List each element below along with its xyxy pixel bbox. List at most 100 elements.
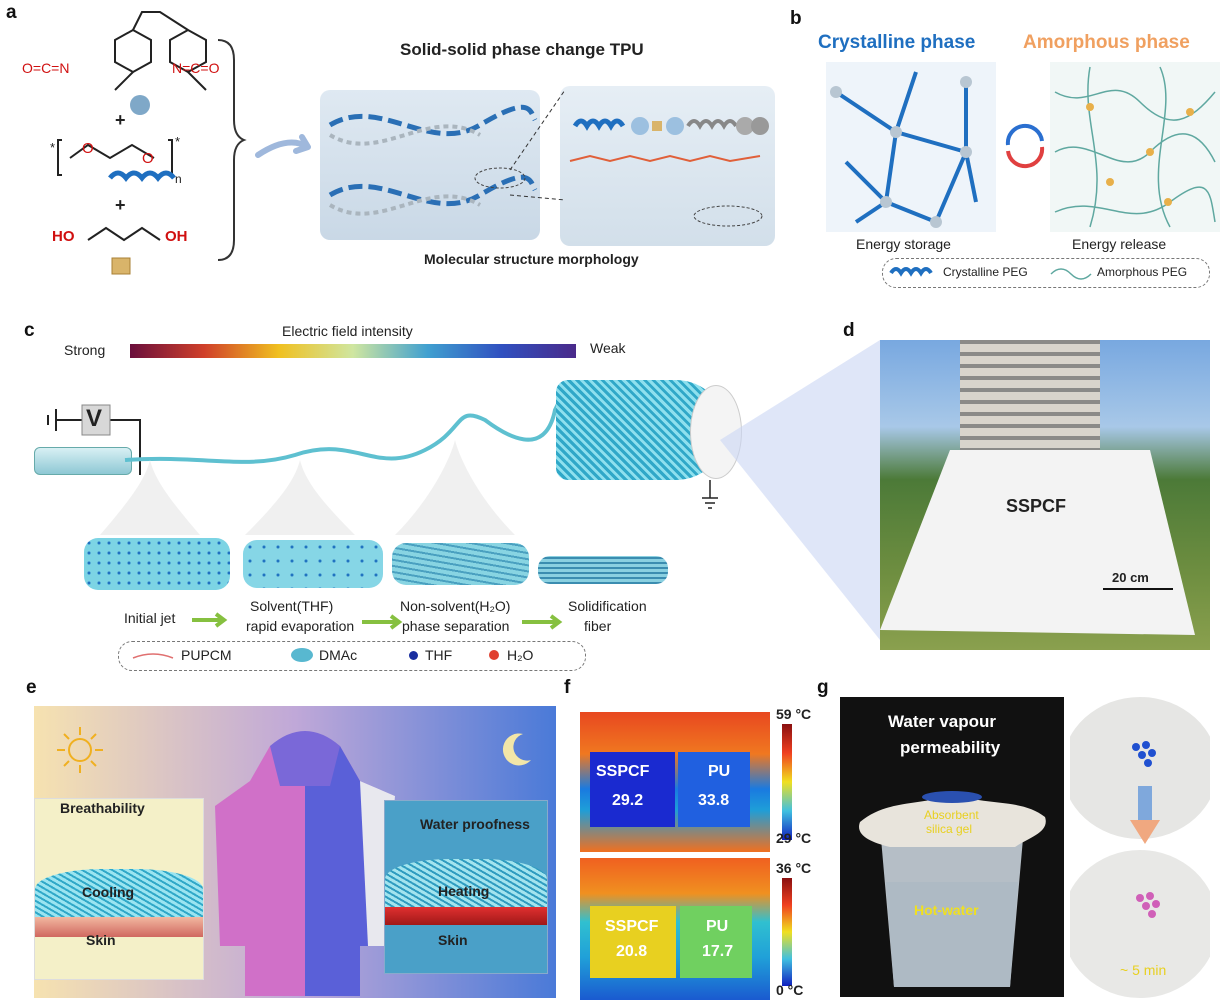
stage-phase-separation xyxy=(392,543,529,585)
f-top-left-value: 29.2 xyxy=(612,792,644,809)
f-top-right-name: PU xyxy=(708,763,731,780)
skin-layer-right xyxy=(385,907,547,925)
skin-label-right: Skin xyxy=(438,932,468,948)
stage-evaporation xyxy=(243,540,383,588)
panel-label-a: a xyxy=(6,2,17,23)
peg-o2: O xyxy=(142,150,154,167)
voltage-source-icon xyxy=(47,404,141,475)
tpu-title: Solid-solid phase change TPU xyxy=(400,40,644,59)
amorphous-network-icon xyxy=(1050,62,1220,232)
gel-after-photo xyxy=(1070,850,1210,998)
plus-1: + xyxy=(115,110,126,130)
f-bottom-max: 36 °C xyxy=(776,860,812,876)
wvp-title-2: permeability xyxy=(900,738,1001,757)
sspcf-label: SSPCF xyxy=(1006,496,1067,516)
field-intensity-label: Electric field intensity xyxy=(282,323,413,339)
cooling-inset xyxy=(34,798,204,980)
panel-c-legend: PUPCM DMAc THF H₂O xyxy=(118,641,586,671)
legend-crystalline: Crystalline PEG xyxy=(943,265,1028,279)
isocyanate-right: N=C=O xyxy=(172,60,220,76)
thermal-image-top xyxy=(580,712,770,852)
step-non-solvent: Non-solvent(H₂O) xyxy=(400,598,511,614)
sun-icon xyxy=(57,727,103,773)
phase-switch-icon xyxy=(1005,123,1045,169)
peg-star-1: * xyxy=(50,140,56,155)
thermal-image-bottom xyxy=(580,858,770,1000)
pu-sample-bottom xyxy=(680,906,752,978)
permeability-photo xyxy=(840,697,1064,997)
cooling-label: Cooling xyxy=(82,884,135,900)
skin-layer-left xyxy=(35,917,203,937)
crystalline-network-icon xyxy=(826,62,996,232)
breathability-label: Breathability xyxy=(60,800,145,816)
step-fiber: fiber xyxy=(584,618,612,634)
panel-b-legend: Crystalline PEG Amorphous PEG xyxy=(882,258,1210,288)
energy-release-label: Energy release xyxy=(1072,236,1167,252)
taylor-cones xyxy=(100,440,515,535)
zoom-lines xyxy=(509,89,566,201)
fabric-layer-right xyxy=(385,859,547,909)
f-bottom-right-value: 17.7 xyxy=(702,943,734,960)
bdo-ho: HO xyxy=(52,228,75,245)
legend-dmac: DMAc xyxy=(319,647,358,663)
sspcf-sample-top xyxy=(590,752,675,827)
water-proofness-label: Water proofness xyxy=(420,816,530,832)
moon-icon xyxy=(502,733,531,766)
step-rapid-evaporation: rapid evaporation xyxy=(246,618,355,634)
sspcf-photo xyxy=(880,340,1210,650)
morphology-caption: Molecular structure morphology xyxy=(424,251,639,267)
peg-o1: O xyxy=(82,140,94,157)
hot-water-label: Hot-water xyxy=(914,902,979,918)
amorphous-peg-icon xyxy=(1050,268,1092,280)
peg-star-2: * xyxy=(175,134,181,149)
panel-label-g: g xyxy=(817,677,829,698)
thf-icon xyxy=(409,651,418,660)
synthesis-arrow-icon xyxy=(255,134,311,158)
skin-label-left: Skin xyxy=(86,932,116,948)
syringe-icon xyxy=(34,447,132,475)
heating-label: Heating xyxy=(438,883,490,899)
peg-helix-icon xyxy=(108,170,176,182)
sspcf-sample-bottom xyxy=(590,906,676,978)
gel-label-2: silica gel xyxy=(926,822,973,836)
tpu-chains-icon xyxy=(328,104,538,216)
voltage-label: V xyxy=(86,405,103,432)
field-gradient-bar xyxy=(130,344,576,358)
panel-label-f: f xyxy=(564,677,571,698)
fabric-layer-left xyxy=(35,869,203,919)
stage-initial-jet xyxy=(84,538,230,590)
zoom-beam xyxy=(720,340,880,640)
mdi-sphere-icon xyxy=(130,95,150,115)
heating-inset xyxy=(384,800,548,974)
stage-solidification xyxy=(538,556,668,584)
segment-zoom-icon xyxy=(569,117,769,227)
step-initial-jet: Initial jet xyxy=(124,610,176,626)
crystalline-title: Crystalline phase xyxy=(818,32,976,53)
amorphous-title: Amorphous phase xyxy=(1023,32,1190,53)
step-solvent: Solvent(THF) xyxy=(250,598,334,614)
dmac-icon xyxy=(291,648,313,662)
gel-label-1: Absorbent xyxy=(924,808,979,822)
panel-label-c: c xyxy=(24,320,35,341)
pupcm-icon xyxy=(132,653,174,659)
mdi-structure xyxy=(57,11,247,275)
colorbar-top xyxy=(782,724,792,840)
energy-storage-label: Energy storage xyxy=(856,236,951,252)
jacket-icon xyxy=(215,731,395,996)
legend-amorphous: Amorphous PEG xyxy=(1097,265,1188,279)
f-top-max: 59 °C xyxy=(776,706,812,722)
pu-sample-top xyxy=(678,752,750,827)
f-top-left-name: SSPCF xyxy=(596,763,650,780)
scale-label: 20 cm xyxy=(1112,570,1149,585)
process-arrows xyxy=(192,612,563,630)
f-top-right-value: 33.8 xyxy=(698,792,730,809)
f-bottom-left-name: SSPCF xyxy=(605,918,659,935)
plus-2: + xyxy=(115,195,126,215)
time-arrow-icon xyxy=(1130,786,1160,844)
scale-bar xyxy=(1103,588,1173,590)
building-icon xyxy=(960,340,1100,460)
f-bottom-min: 0 °C xyxy=(776,982,804,998)
f-bottom-left-value: 20.8 xyxy=(616,943,648,960)
f-top-min: 29 °C xyxy=(776,830,812,846)
pink-gel-beads-icon xyxy=(1136,892,1160,918)
